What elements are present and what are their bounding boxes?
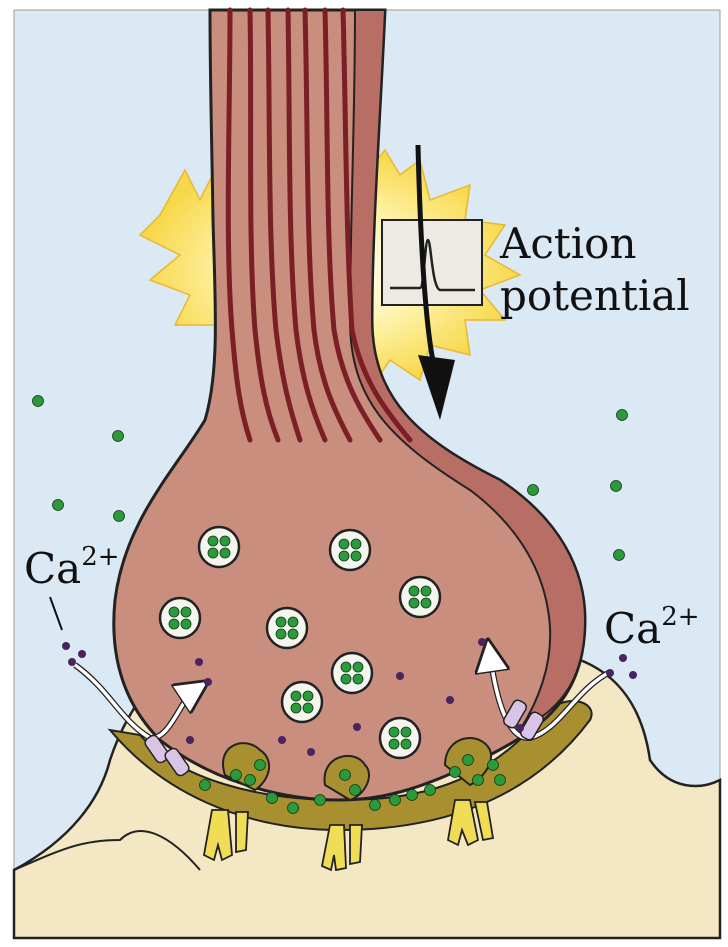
vesicle <box>282 682 322 722</box>
vesicle-neurotransmitter <box>351 539 361 549</box>
neurotransmitter-dot <box>473 775 484 786</box>
neurotransmitter-dot <box>495 775 506 786</box>
calcium-ion <box>195 658 203 666</box>
vesicle <box>160 598 200 638</box>
vesicle-neurotransmitter <box>220 548 230 558</box>
neurotransmitter-dot <box>407 790 418 801</box>
vesicle-neurotransmitter <box>339 539 349 549</box>
neurotransmitter-dot <box>390 795 401 806</box>
vesicle-neurotransmitter <box>389 727 399 737</box>
vesicle-neurotransmitter <box>208 536 218 546</box>
vesicle <box>400 577 440 617</box>
calcium-ion <box>62 642 70 650</box>
vesicle-neurotransmitter <box>421 598 431 608</box>
vesicle-neurotransmitter <box>291 691 301 701</box>
label-potential: potential <box>500 271 690 320</box>
neurotransmitter-dot <box>255 760 266 771</box>
vesicle-neurotransmitter <box>288 629 298 639</box>
neurotransmitter-dot <box>425 785 436 796</box>
neurotransmitter-dot <box>114 511 125 522</box>
neurotransmitter-dot <box>528 485 539 496</box>
neurotransmitter-dot <box>463 755 474 766</box>
calcium-ion <box>516 724 524 732</box>
vesicle-neurotransmitter <box>401 727 411 737</box>
neurotransmitter-dot <box>113 431 124 442</box>
vesicle-neurotransmitter <box>401 739 411 749</box>
calcium-ion <box>186 736 194 744</box>
calcium-ion <box>278 736 286 744</box>
neurotransmitter-dot <box>611 481 622 492</box>
vesicle <box>330 530 370 570</box>
calcium-ion <box>446 696 454 704</box>
calcium-ion <box>629 671 637 679</box>
vesicle-neurotransmitter <box>220 536 230 546</box>
calcium-ion <box>606 669 614 677</box>
neurotransmitter-dot <box>33 396 44 407</box>
label-action: Action <box>499 219 637 268</box>
calcium-ion <box>204 678 212 686</box>
vesicle-neurotransmitter <box>339 551 349 561</box>
vesicle-neurotransmitter <box>291 703 301 713</box>
neurotransmitter-dot <box>350 785 361 796</box>
vesicle-neurotransmitter <box>181 607 191 617</box>
vesicle-neurotransmitter <box>409 598 419 608</box>
vesicle-neurotransmitter <box>303 691 313 701</box>
neurotransmitter-dot <box>488 760 499 771</box>
neurotransmitter-dot <box>340 770 351 781</box>
neurotransmitter-dot <box>315 795 326 806</box>
calcium-ion <box>353 723 361 731</box>
vesicle-neurotransmitter <box>421 586 431 596</box>
neurotransmitter-dot <box>200 780 211 791</box>
neurotransmitter-dot <box>614 550 625 561</box>
vesicle-neurotransmitter <box>409 586 419 596</box>
calcium-ion <box>619 654 627 662</box>
neurotransmitter-dot <box>53 500 64 511</box>
vesicle-neurotransmitter <box>169 619 179 629</box>
calcium-ion <box>78 650 86 658</box>
neurotransmitter-dot <box>370 800 381 811</box>
vesicle <box>199 527 239 567</box>
vesicle-neurotransmitter <box>169 607 179 617</box>
vesicle-neurotransmitter <box>353 674 363 684</box>
vesicle-neurotransmitter <box>303 703 313 713</box>
calcium-ion <box>478 638 486 646</box>
vesicle-neurotransmitter <box>341 662 351 672</box>
vesicle-neurotransmitter <box>288 617 298 627</box>
neurotransmitter-dot <box>267 793 278 804</box>
neurotransmitter-dot <box>450 767 461 778</box>
calcium-ion <box>68 658 76 666</box>
vesicle-neurotransmitter <box>276 617 286 627</box>
neurotransmitter-dot <box>231 770 242 781</box>
action-potential-trace <box>382 220 482 305</box>
calcium-ion <box>396 672 404 680</box>
vesicle <box>267 608 307 648</box>
vesicle-neurotransmitter <box>181 619 191 629</box>
neurotransmitter-dot <box>617 410 628 421</box>
vesicle-neurotransmitter <box>353 662 363 672</box>
vesicle-neurotransmitter <box>341 674 351 684</box>
calcium-ion <box>307 748 315 756</box>
vesicle-neurotransmitter <box>208 548 218 558</box>
vesicle <box>380 718 420 758</box>
neurotransmitter-dot <box>245 775 256 786</box>
vesicle <box>332 653 372 693</box>
neurotransmitter-dot <box>288 803 299 814</box>
vesicle-neurotransmitter <box>351 551 361 561</box>
vesicle-neurotransmitter <box>276 629 286 639</box>
vesicle-neurotransmitter <box>389 739 399 749</box>
